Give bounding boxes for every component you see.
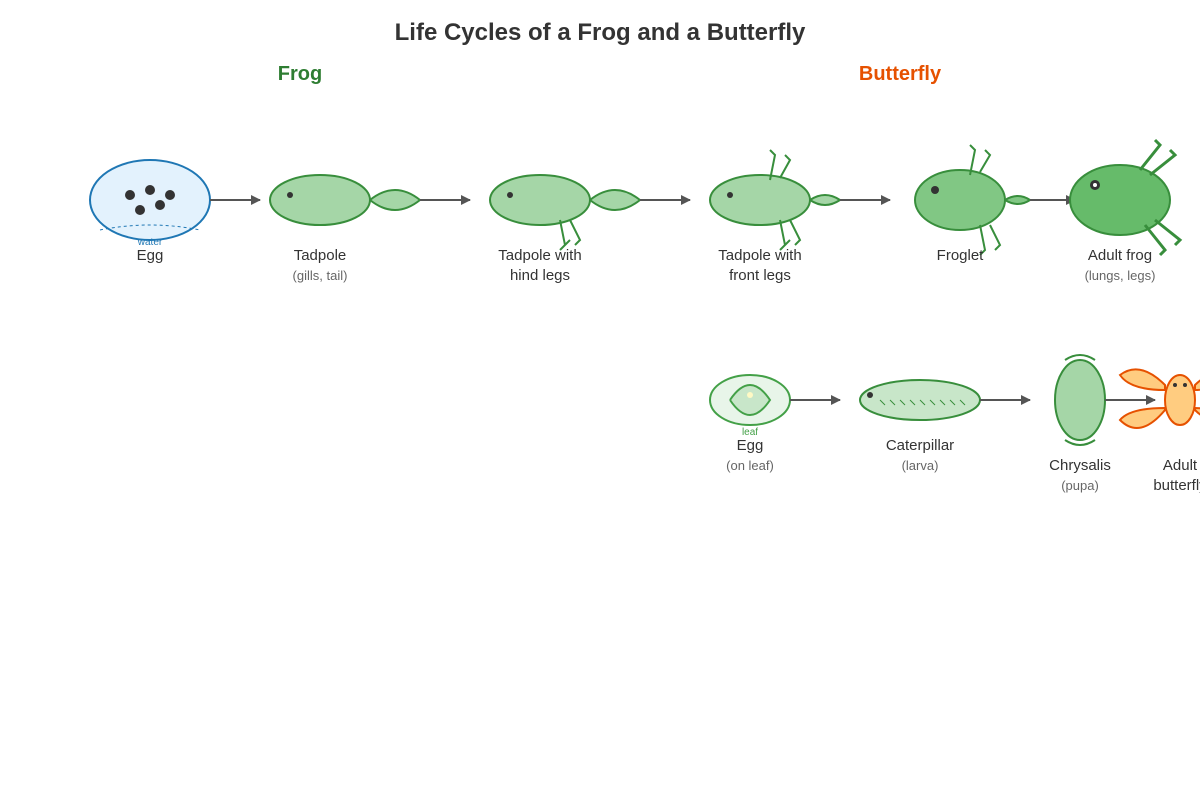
leaf-tag: leaf — [742, 427, 758, 438]
caterpillar-stage: Caterpillar (larva) — [859, 379, 981, 473]
tadpole-body — [269, 174, 371, 226]
leaf-vein — [729, 384, 772, 416]
tadpole-front-legs-stage: Tadpole with front legs — [709, 149, 842, 284]
adult-butterfly-stage: Adult butterfly — [1118, 368, 1200, 494]
tadpole-note: (gills, tail) — [293, 268, 348, 283]
frog-heading: Frog — [278, 63, 322, 85]
froglet-stage: Froglet — [914, 144, 1032, 264]
froglet-eye — [931, 186, 939, 194]
tadpole-hind-legs-label-2: hind legs — [510, 267, 570, 284]
frog-egg-label: Egg — [137, 247, 164, 264]
tadpole-hind-legs-label-1: Tadpole with — [498, 247, 581, 264]
egg-dot — [165, 190, 175, 200]
frog-egg-stage: water Egg — [89, 159, 211, 264]
left-lower-wing — [1118, 406, 1166, 429]
adult-butterfly-label-2: butterfly — [1153, 477, 1200, 494]
tadpole-body — [489, 174, 591, 226]
adult-frog-stage: Adult frog (lungs, legs) — [1069, 138, 1183, 283]
tadpole-eye — [727, 192, 733, 198]
right-upper-wing — [1194, 379, 1200, 392]
tail-stub — [1004, 195, 1032, 205]
froglet-leg — [979, 224, 987, 256]
froglet-leg — [969, 144, 977, 176]
adult-frog-body — [1069, 164, 1171, 236]
water-line — [99, 224, 201, 231]
hind-leg — [779, 219, 791, 251]
hind-leg — [569, 219, 582, 246]
egg-dot — [135, 205, 145, 215]
chrysalis-label: Chrysalis — [1049, 457, 1111, 474]
tadpole-body — [709, 174, 811, 226]
tadpole-stage: Tadpole (gills, tail) — [269, 174, 422, 283]
chrysalis-bottom — [1064, 439, 1096, 446]
butterfly-body — [1164, 374, 1196, 426]
froglet-leg — [989, 224, 1002, 251]
adult-frog-leg — [1149, 148, 1178, 177]
butterfly-heading: Butterfly — [859, 63, 942, 85]
left-upper-wing — [1118, 368, 1166, 392]
butterfly-egg-label: Egg — [737, 437, 764, 454]
tadpole-tail — [589, 189, 642, 211]
right-lower-wing — [1194, 406, 1200, 416]
tadpole-front-legs-label-2: front legs — [729, 267, 791, 284]
tadpole-front-legs-label-1: Tadpole with — [718, 247, 801, 264]
egg-mass-shape — [89, 159, 211, 241]
egg-dot — [145, 185, 155, 195]
adult-frog-note: (lungs, legs) — [1085, 268, 1156, 283]
caterpillar-label: Caterpillar — [886, 437, 954, 454]
adult-frog-leg — [1138, 138, 1163, 171]
chrysalis-note: (pupa) — [1061, 478, 1099, 493]
hind-leg — [559, 219, 571, 251]
egg-dot — [155, 200, 165, 210]
tadpole-eye — [507, 192, 513, 198]
froglet-label: Froglet — [937, 247, 985, 264]
butterfly-eye — [1173, 383, 1177, 387]
caterpillar-eye — [867, 392, 873, 398]
froglet-leg — [979, 149, 992, 173]
front-leg — [779, 154, 792, 179]
adult-butterfly-label-1: Adult — [1163, 457, 1198, 474]
chrysalis-top — [1064, 354, 1096, 361]
caterpillar-segments — [879, 399, 966, 406]
tadpole-hind-legs-stage: Tadpole with hind legs — [489, 174, 642, 284]
tadpole-eye — [287, 192, 293, 198]
eye-highlight — [1093, 183, 1097, 187]
adult-frog-leg — [1143, 224, 1168, 257]
tadpole-label: Tadpole — [294, 247, 347, 264]
butterfly-egg-note: (on leaf) — [726, 458, 774, 473]
butterfly-egg-stage: leaf Egg (on leaf) — [709, 374, 791, 473]
front-leg — [769, 149, 777, 181]
butterfly-egg-dot — [747, 392, 753, 398]
tadpole-tail — [369, 189, 422, 211]
caterpillar-note: (larva) — [902, 458, 939, 473]
diagram-title: Life Cycles of a Frog and a Butterfly — [395, 19, 806, 46]
egg-dot — [125, 190, 135, 200]
froglet-body — [914, 169, 1006, 231]
adult-frog-leg — [1154, 218, 1183, 247]
hind-leg — [789, 219, 802, 246]
water-tag: water — [137, 237, 163, 248]
chrysalis-stage: Chrysalis (pupa) — [1049, 354, 1111, 493]
butterfly-eye — [1183, 383, 1187, 387]
short-tail — [809, 194, 842, 206]
adult-frog-label: Adult frog — [1088, 247, 1152, 264]
chrysalis-shape — [1054, 359, 1106, 441]
